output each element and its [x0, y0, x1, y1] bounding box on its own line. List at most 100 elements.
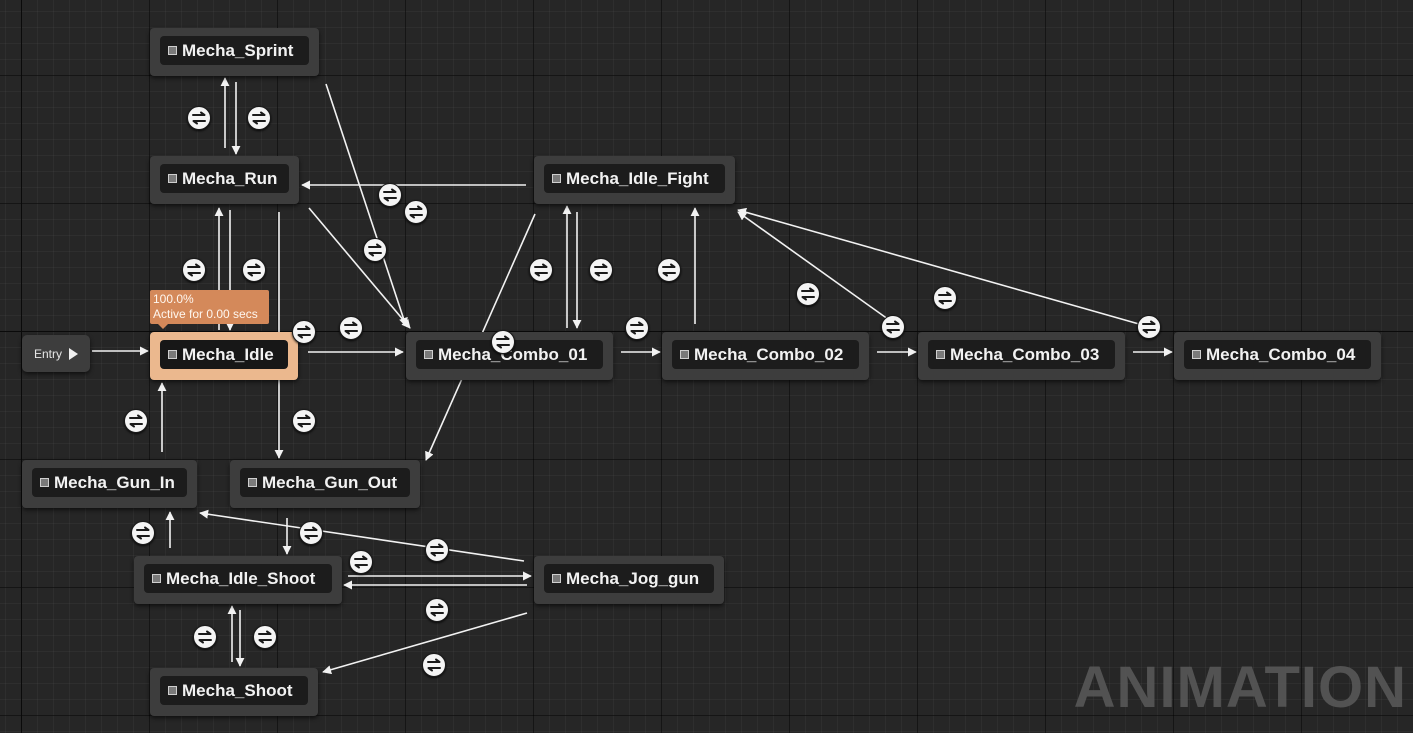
entry-label: Entry — [34, 346, 63, 361]
tooltip-status: Active for 0.00 secs — [153, 307, 258, 321]
transition-rule-icon[interactable] — [299, 521, 323, 545]
transition-rule-icon[interactable] — [625, 316, 649, 340]
entry-node[interactable]: Entry — [22, 335, 90, 372]
state-name: Mecha_Idle_Fight — [566, 168, 709, 188]
transition-rule-icon[interactable] — [187, 106, 211, 130]
state-node-mecha-gun-out[interactable]: Mecha_Gun_Out — [230, 460, 420, 508]
state-icon — [680, 350, 689, 359]
state-icon — [152, 574, 161, 583]
state-node-mecha-shoot[interactable]: Mecha_Shoot — [150, 668, 318, 716]
transition-arrows-icon — [192, 111, 206, 125]
state-name: Mecha_Sprint — [182, 40, 294, 60]
transition-arrows-icon — [136, 526, 150, 540]
state-icon — [168, 350, 177, 359]
state-node-mecha-combo-01[interactable]: Mecha_Combo_01 — [406, 332, 613, 380]
transition-rule-icon[interactable] — [242, 258, 266, 282]
transition-rule-icon[interactable] — [1137, 315, 1161, 339]
wire-combo03-idlefight — [737, 211, 893, 323]
state-icon — [552, 174, 561, 183]
animation-watermark: ANIMATION — [1073, 655, 1407, 720]
state-name: Mecha_Combo_03 — [950, 344, 1100, 364]
state-icon — [168, 686, 177, 695]
state-icon — [40, 478, 49, 487]
wire-run-combo01 — [308, 207, 411, 329]
wire-sprint-combo01 — [325, 83, 408, 327]
state-node-mecha-idle-fight[interactable]: Mecha_Idle_Fight — [534, 156, 735, 204]
transition-rule-icon[interactable] — [193, 625, 217, 649]
state-name: Mecha_Combo_01 — [438, 344, 588, 364]
transition-arrows-icon — [304, 526, 318, 540]
transition-arrows-icon — [409, 205, 423, 219]
state-icon — [168, 174, 177, 183]
transition-arrows-icon — [630, 321, 644, 335]
transition-rule-icon[interactable] — [339, 316, 363, 340]
transition-rule-icon[interactable] — [124, 409, 148, 433]
state-node-mecha-idle[interactable]: Mecha_Idle — [150, 332, 298, 380]
state-name: Mecha_Idle — [182, 344, 274, 364]
transition-arrows-icon — [886, 320, 900, 334]
transition-arrows-icon — [427, 658, 441, 672]
state-icon — [552, 574, 561, 583]
state-name: Mecha_Gun_In — [54, 472, 175, 492]
transition-rule-icon[interactable] — [425, 538, 449, 562]
transition-arrows-icon — [662, 263, 676, 277]
state-node-mecha-gun-in[interactable]: Mecha_Gun_In — [22, 460, 197, 508]
entry-output-pin[interactable] — [69, 347, 79, 360]
state-name: Mecha_Jog_gun — [566, 568, 700, 588]
state-node-mecha-idle-shoot[interactable]: Mecha_Idle_Shoot — [134, 556, 342, 604]
transition-rule-icon[interactable] — [378, 183, 402, 207]
transition-rule-icon[interactable] — [529, 258, 553, 282]
transition-arrows-icon — [594, 263, 608, 277]
transition-rule-icon[interactable] — [292, 409, 316, 433]
state-node-mecha-combo-04[interactable]: Mecha_Combo_04 — [1174, 332, 1381, 380]
transition-arrows-icon — [430, 543, 444, 557]
transition-arrows-icon — [368, 243, 382, 257]
tooltip-percent: 100.0% — [153, 292, 194, 306]
transition-rule-icon[interactable] — [131, 521, 155, 545]
state-icon — [936, 350, 945, 359]
transition-rule-icon[interactable] — [182, 258, 206, 282]
transition-rule-icon[interactable] — [881, 315, 905, 339]
transition-rule-icon[interactable] — [796, 282, 820, 306]
state-node-mecha-sprint[interactable]: Mecha_Sprint — [150, 28, 319, 76]
transition-arrows-icon — [801, 287, 815, 301]
wire-joggun-gunin — [199, 509, 525, 562]
transition-rule-icon[interactable] — [253, 625, 277, 649]
graph-origin-horizontal — [0, 331, 1413, 332]
transition-arrows-icon — [430, 603, 444, 617]
state-node-mecha-run[interactable]: Mecha_Run — [150, 156, 299, 204]
transition-rule-icon[interactable] — [933, 286, 957, 310]
state-icon — [1192, 350, 1201, 359]
transition-rule-icon[interactable] — [491, 330, 515, 354]
transition-arrows-icon — [187, 263, 201, 277]
state-node-mecha-combo-02[interactable]: Mecha_Combo_02 — [662, 332, 869, 380]
state-node-mecha-jog-gun[interactable]: Mecha_Jog_gun — [534, 556, 724, 604]
state-name: Mecha_Gun_Out — [262, 472, 398, 492]
transition-rule-icon[interactable] — [292, 320, 316, 344]
transition-rule-icon[interactable] — [363, 238, 387, 262]
transition-arrows-icon — [1142, 320, 1156, 334]
transition-rule-icon[interactable] — [657, 258, 681, 282]
transition-arrows-icon — [938, 291, 952, 305]
active-state-tooltip: 100.0% Active for 0.00 secs — [150, 290, 269, 329]
state-node-mecha-combo-03[interactable]: Mecha_Combo_03 — [918, 332, 1125, 380]
transition-arrows-icon — [297, 325, 311, 339]
wire-joggun-shoot — [322, 612, 528, 675]
state-name: Mecha_Run — [182, 168, 278, 188]
transition-arrows-icon — [258, 630, 272, 644]
transition-arrows-icon — [534, 263, 548, 277]
state-icon — [168, 46, 177, 55]
wire-combo04-idlefight — [737, 207, 1147, 327]
transition-rule-icon[interactable] — [349, 550, 373, 574]
state-name: Mecha_Combo_04 — [1206, 344, 1356, 364]
state-name: Mecha_Idle_Shoot — [166, 568, 316, 588]
transition-rule-icon[interactable] — [404, 200, 428, 224]
transition-arrows-icon — [198, 630, 212, 644]
transition-rule-icon[interactable] — [422, 653, 446, 677]
transition-rule-icon[interactable] — [425, 598, 449, 622]
transition-rule-icon[interactable] — [247, 106, 271, 130]
state-icon — [248, 478, 257, 487]
transition-arrows-icon — [252, 111, 266, 125]
transition-rule-icon[interactable] — [589, 258, 613, 282]
